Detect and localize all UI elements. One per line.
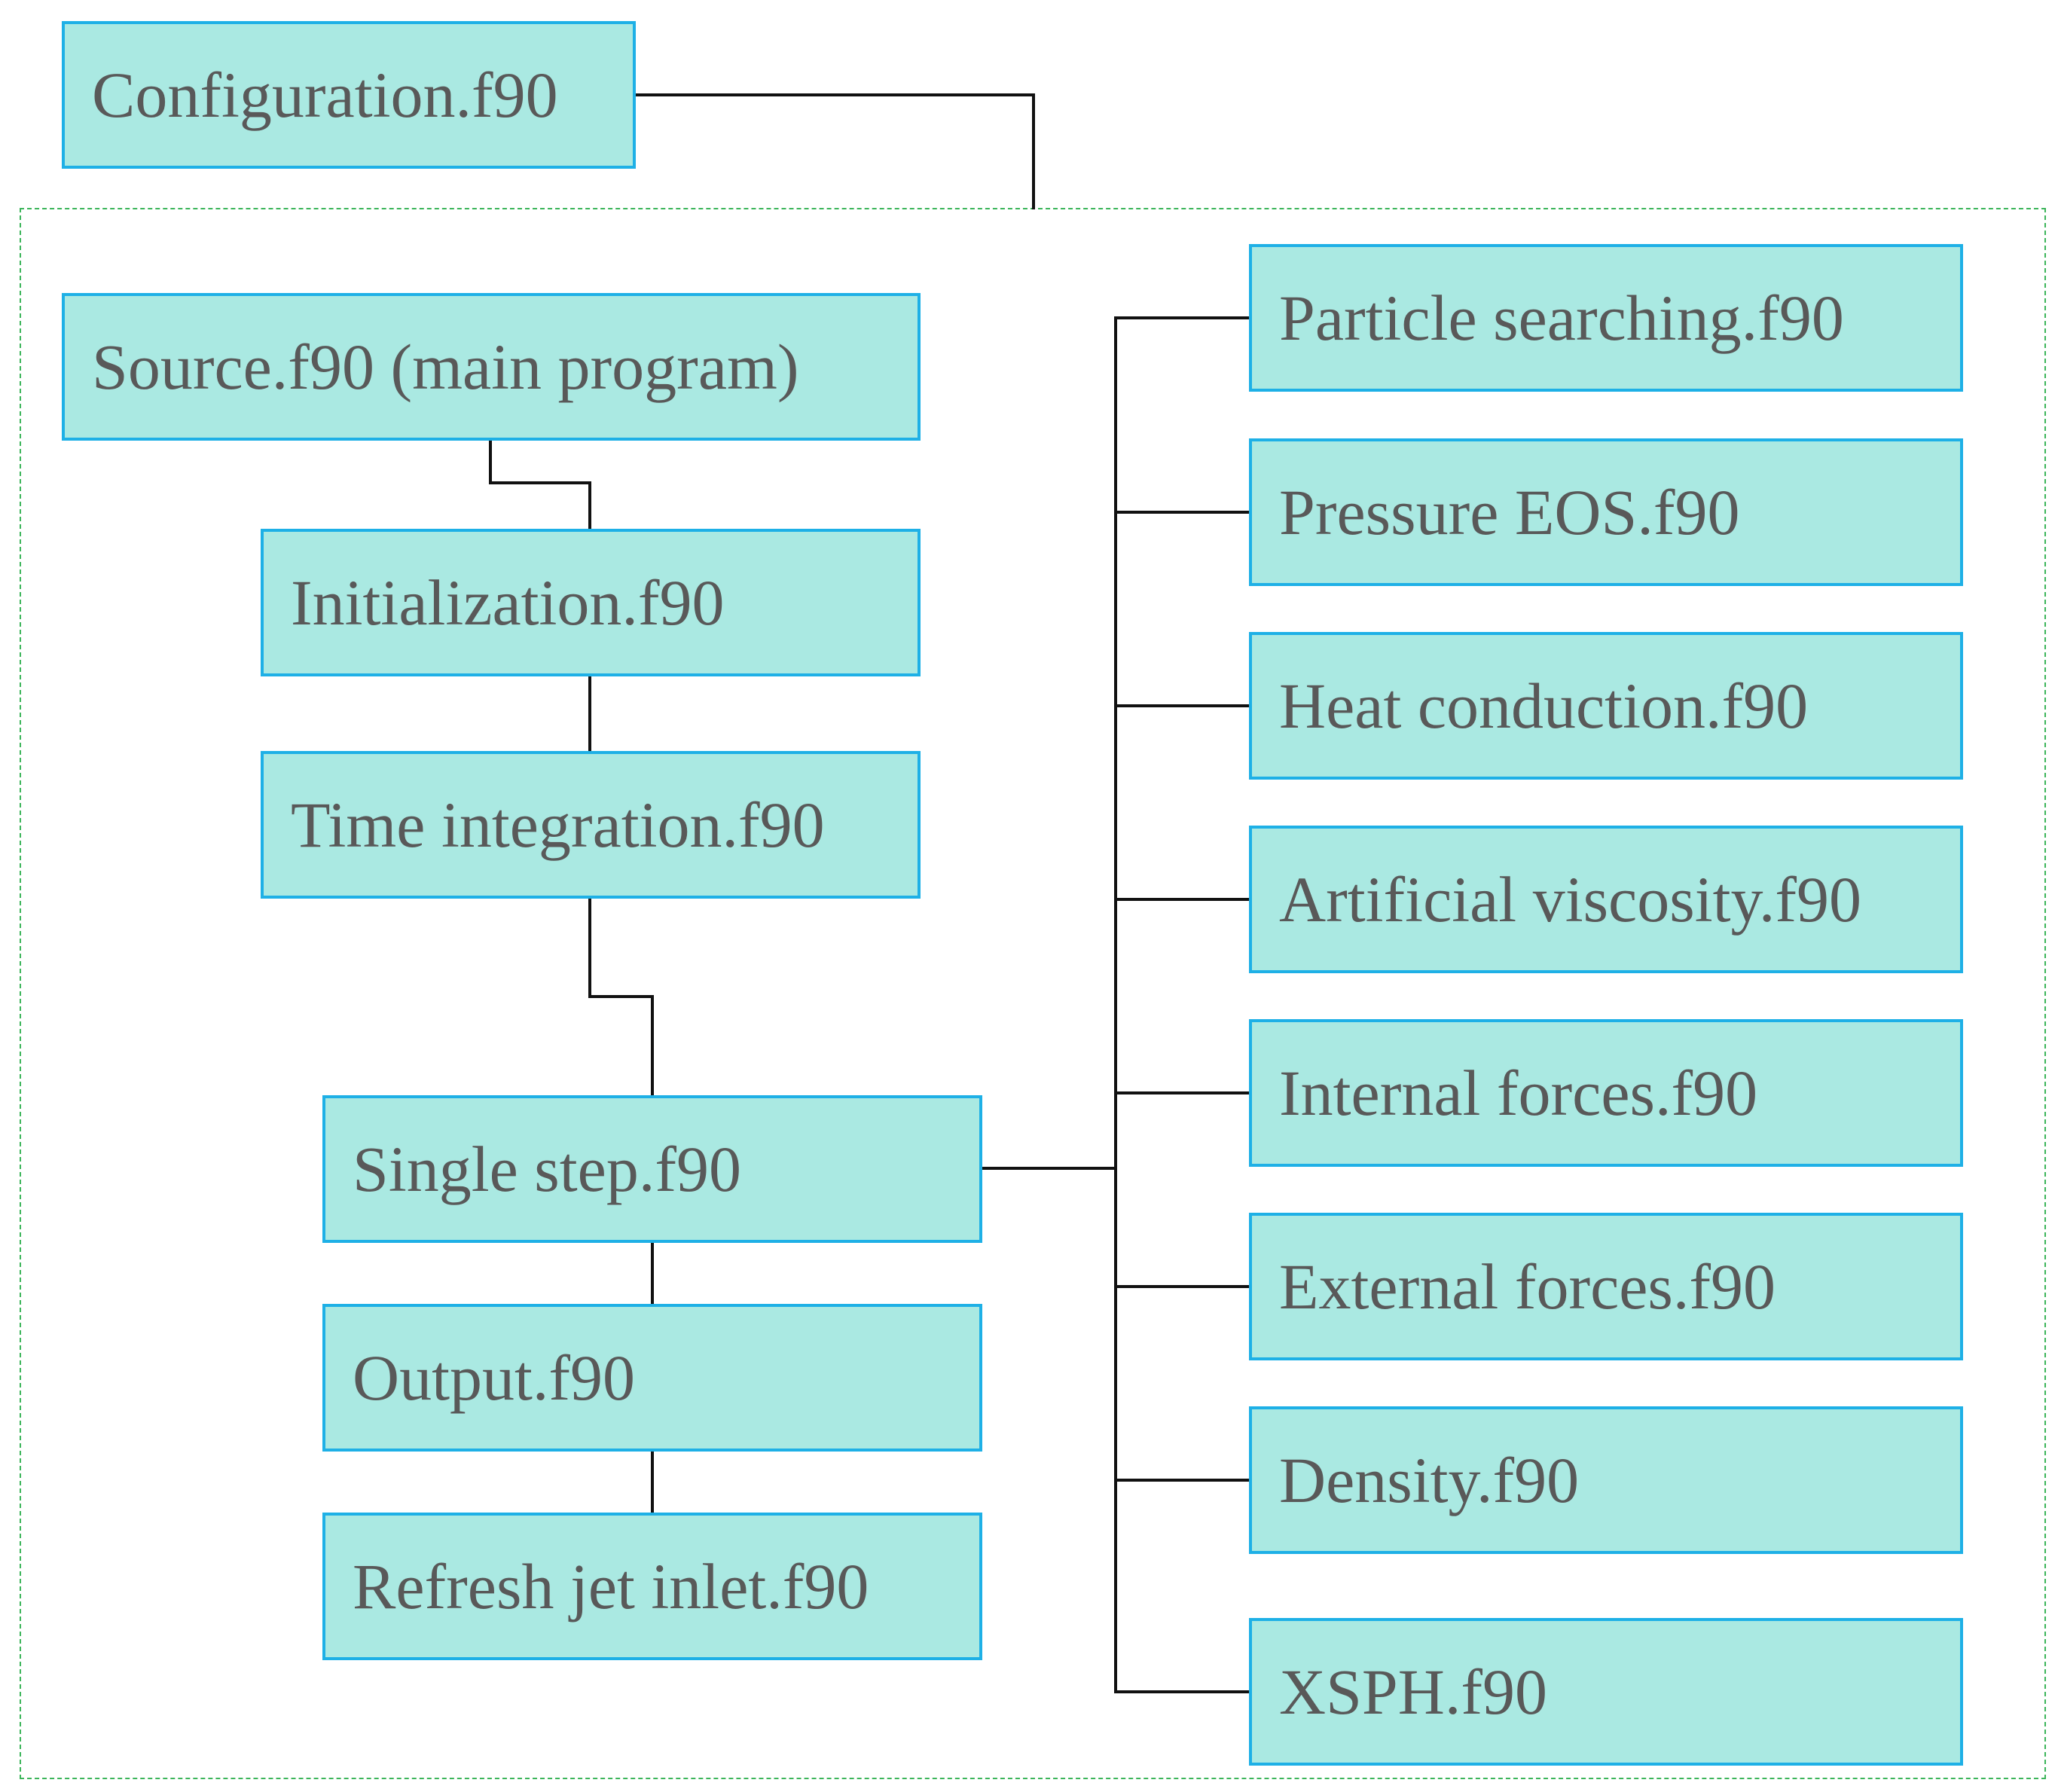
node-output-label: Output.f90 [353,1342,636,1414]
node-initialization: Initialization.f90 [261,529,921,676]
node-xsph: XSPH.f90 [1249,1618,1963,1766]
node-xsph-label: XSPH.f90 [1279,1656,1548,1728]
node-particle-searching: Particle searching.f90 [1249,244,1963,392]
node-time-integration: Time integration.f90 [261,751,921,899]
node-internal-forces: Internal forces.f90 [1249,1019,1963,1167]
node-heat-conduction-label: Heat conduction.f90 [1279,670,1809,742]
node-pressure-eos-label: Pressure EOS.f90 [1279,476,1740,548]
node-artificial-viscosity: Artificial viscosity.f90 [1249,826,1963,973]
node-initialization-label: Initialization.f90 [291,566,725,639]
node-source-label: Source.f90 (main program) [92,331,799,403]
node-time-integration-label: Time integration.f90 [291,789,825,861]
node-particle-searching-label: Particle searching.f90 [1279,282,1844,354]
node-configuration: Configuration.f90 [62,21,636,169]
node-density: Density.f90 [1249,1406,1963,1554]
node-external-forces: External forces.f90 [1249,1213,1963,1360]
node-artificial-viscosity-label: Artificial viscosity.f90 [1279,863,1862,936]
node-refresh-jet-inlet: Refresh jet inlet.f90 [322,1513,982,1660]
node-single-step-label: Single step.f90 [353,1133,741,1205]
node-heat-conduction: Heat conduction.f90 [1249,632,1963,780]
node-density-label: Density.f90 [1279,1444,1580,1516]
node-single-step: Single step.f90 [322,1095,982,1243]
node-external-forces-label: External forces.f90 [1279,1250,1776,1323]
node-configuration-label: Configuration.f90 [92,59,558,131]
node-refresh-jet-inlet-label: Refresh jet inlet.f90 [353,1550,869,1623]
node-pressure-eos: Pressure EOS.f90 [1249,438,1963,586]
node-source: Source.f90 (main program) [62,293,921,441]
node-output: Output.f90 [322,1304,982,1452]
node-internal-forces-label: Internal forces.f90 [1279,1057,1758,1129]
